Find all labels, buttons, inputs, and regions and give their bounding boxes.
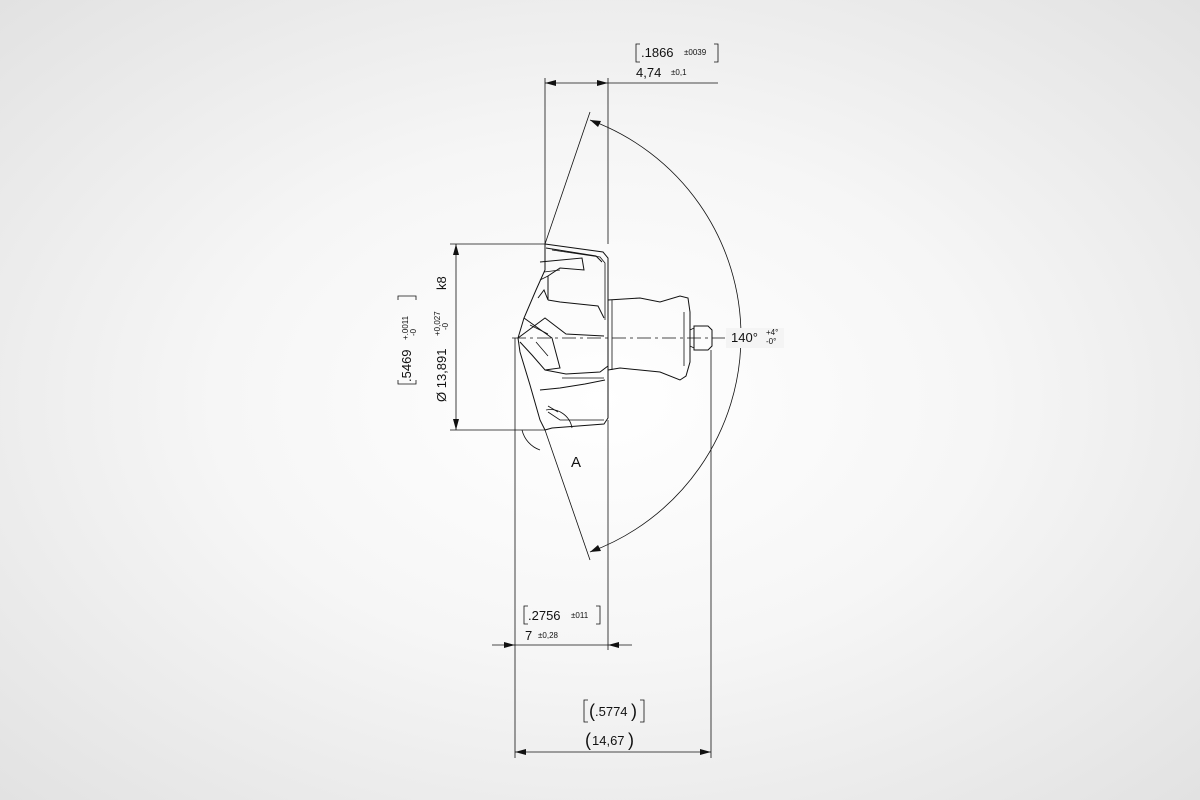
diameter-metric-tol-plus: +0,027 <box>433 311 442 336</box>
diameter-fit: k8 <box>434 276 449 290</box>
diameter-metric-tol-minus: -0 <box>441 322 450 330</box>
pilot <box>693 325 713 351</box>
tip-angle-arc <box>545 409 573 429</box>
dim-diameter: .5469 +.0011 -0 Ø 13,891 +0,027 -0 k8 <box>397 243 545 431</box>
cutting-edges <box>517 317 609 391</box>
top-width-metric: 4,74 <box>636 65 661 80</box>
drill-tip-part <box>512 243 725 451</box>
detail-label-a: A <box>571 454 581 471</box>
dim-bottom-width: .2756 ±011 7 ±0,28 <box>492 338 632 650</box>
top-width-imperial-tol: ±0039 <box>684 48 707 57</box>
angle-value: 140° <box>731 330 758 345</box>
top-width-metric-tol: ±0,1 <box>671 68 687 77</box>
bottom-width-imperial: .2756 <box>528 608 561 623</box>
top-width-imperial: .1866 <box>641 45 674 60</box>
diameter-imperial-tol-plus: +.0011 <box>401 315 410 340</box>
angle-tol-minus: -0° <box>766 337 776 346</box>
bottom-width-metric-tol: ±0,28 <box>538 631 559 640</box>
dim-point-angle: 140° +4° -0° <box>544 111 784 561</box>
overall-length-imperial: .5774 <box>595 704 628 719</box>
upper-flute <box>537 247 605 319</box>
shank-contour <box>607 295 691 381</box>
diameter-metric: Ø 13,891 <box>434 349 449 403</box>
svg-text:(: ( <box>589 701 595 721</box>
tip-angle-arc-2 <box>521 429 541 451</box>
svg-text:): ) <box>631 701 637 721</box>
head-contour <box>517 243 609 431</box>
shank-detail <box>611 300 695 370</box>
bottom-width-metric: 7 <box>525 628 532 643</box>
svg-text:(: ( <box>585 730 591 750</box>
diameter-imperial-tol-minus: -0 <box>409 328 418 336</box>
upper-flute-detail <box>539 249 606 320</box>
bottom-width-imperial-tol: ±011 <box>571 611 589 620</box>
overall-length-metric: 14,67 <box>592 733 625 748</box>
inner-lines <box>529 324 604 421</box>
angle-tol-plus: +4° <box>766 328 778 337</box>
dim-overall-length: ( .5774 ) ( 14,67 ) <box>514 350 712 758</box>
dim-top-width: .1866 ±0039 4,74 ±0,1 <box>544 43 719 244</box>
svg-text:): ) <box>628 730 634 750</box>
diameter-imperial: .5469 <box>399 349 414 382</box>
